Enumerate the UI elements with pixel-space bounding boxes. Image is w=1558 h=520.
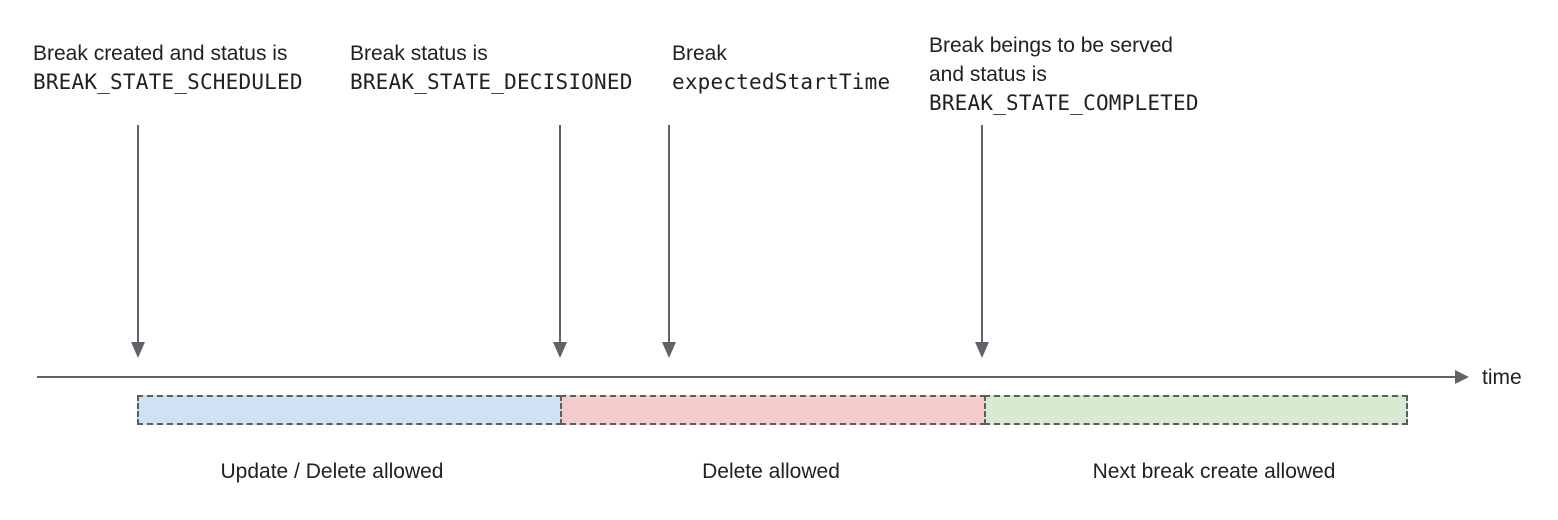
annotation-break-scheduled: Break created and status is BREAK_STATE_…: [33, 39, 303, 97]
annotation-code: BREAK_STATE_COMPLETED: [929, 91, 1199, 115]
annotation-text: and status is: [929, 63, 1047, 86]
annotation-break-completed: Break beings to be served and status is …: [929, 31, 1199, 118]
arrow-stem: [559, 125, 561, 342]
segment-label: Update / Delete allowed: [220, 460, 444, 483]
time-axis-arrow-icon: [1455, 370, 1469, 384]
down-arrow-icon: [553, 125, 567, 358]
arrow-head: [975, 342, 989, 358]
segment-delete-allowed: [560, 395, 986, 425]
segment-next-break-create-allowed: [984, 395, 1408, 425]
time-axis-line: [37, 376, 1455, 378]
arrow-stem: [137, 125, 139, 342]
annotation-break-decisioned: Break status is BREAK_STATE_DECISIONED: [350, 39, 633, 97]
down-arrow-icon: [662, 125, 676, 358]
arrow-stem: [981, 125, 983, 342]
annotation-code: BREAK_STATE_DECISIONED: [350, 70, 633, 94]
arrow-head: [553, 342, 567, 358]
down-arrow-icon: [131, 125, 145, 358]
annotation-text: Break: [672, 42, 727, 65]
annotation-text: Break created and status is: [33, 42, 288, 65]
segment-label: Next break create allowed: [1092, 460, 1336, 483]
arrow-stem: [668, 125, 670, 342]
arrow-head: [662, 342, 676, 358]
annotation-expected-start-time: Break expectedStartTime: [672, 39, 890, 97]
annotation-text: Break beings to be served: [929, 34, 1173, 57]
annotation-text: Break status is: [350, 42, 488, 65]
segment-update-delete-allowed: [137, 395, 562, 425]
down-arrow-icon: [975, 125, 989, 358]
segment-label: Delete allowed: [702, 460, 840, 483]
arrow-head: [131, 342, 145, 358]
time-axis-label: time: [1482, 366, 1522, 389]
annotation-code: BREAK_STATE_SCHEDULED: [33, 70, 303, 94]
annotation-code: expectedStartTime: [672, 70, 891, 94]
